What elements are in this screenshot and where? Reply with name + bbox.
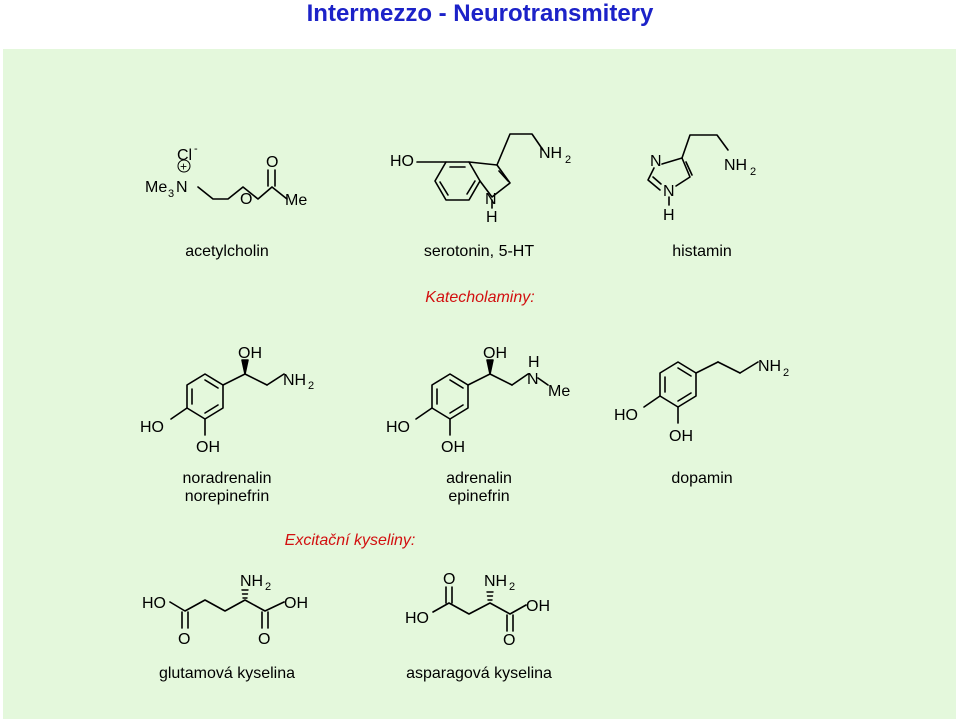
adrenaline-structure [415, 359, 549, 436]
dopamine-caption: dopamin [671, 470, 732, 487]
histamine-amine-subscript: 2 [750, 166, 756, 178]
trimethyl-label: Me [145, 179, 167, 196]
noradrenaline-structure [170, 359, 285, 436]
ammonium-nitrogen: N [176, 179, 188, 196]
glutamate-oxygen-right: O [258, 631, 270, 648]
dopamine-amine: NH [758, 358, 781, 375]
glutamic-acid-structure [169, 589, 285, 629]
plus-charge-icon [177, 159, 191, 173]
adrenaline-caption: adrenalin [446, 470, 512, 487]
aspartate-hydroxyl-left: HO [405, 610, 429, 627]
acetylcholine-chain-bonds [197, 186, 288, 200]
aspartate-chain-bonds [432, 602, 527, 615]
chloride-charge: - [194, 143, 198, 155]
aspartate-amine: NH [484, 573, 507, 590]
adrenaline-wedge-bond [486, 359, 494, 375]
catecholamines-heading: Katecholaminy: [425, 289, 534, 306]
noradrenaline-wedge-bond [241, 359, 249, 375]
histamine-side-chain [681, 134, 729, 159]
glutamate-hash-bond [241, 589, 249, 599]
carbonyl-oxygen: O [266, 154, 278, 171]
aspartate-amine-subscript: 2 [509, 581, 515, 593]
content-panel [3, 49, 956, 719]
adrenaline-methyl: Me [548, 383, 570, 400]
glutamate-hydroxyl-right: OH [284, 595, 308, 612]
serotonin-caption: serotonin, 5-HT [424, 243, 534, 260]
serotonin-ring-hydrogen: H [486, 209, 498, 226]
histamine-n3: N [650, 153, 662, 170]
glutamate-amine: NH [240, 573, 263, 590]
page-title: Intermezzo - Neurotransmitery [306, 0, 654, 27]
noradrenaline-ring-hydroxyl-4: OH [196, 439, 220, 456]
noradrenaline-alt-caption: norepinefrin [185, 488, 270, 505]
acetylcholine-caption: acetylcholin [185, 243, 269, 260]
serotonin-hydroxyl: HO [390, 153, 414, 170]
histamine-amine: NH [724, 157, 747, 174]
histamine-ring-hydrogen: H [663, 207, 675, 224]
dopamine-amine-subscript: 2 [783, 367, 789, 379]
adrenaline-side-hydroxyl: OH [483, 345, 507, 362]
adrenaline-amine-nitrogen: N [527, 371, 539, 388]
serotonin-amine: NH [539, 145, 562, 162]
glutamate-amine-subscript: 2 [265, 581, 271, 593]
dopamine-ring-hydroxyl-4: OH [669, 428, 693, 445]
noradrenaline-amine: NH [283, 372, 306, 389]
serotonin-structure [416, 133, 544, 209]
chloride-label: Cl [177, 147, 192, 164]
noradrenaline-caption: noradrenalin [183, 470, 272, 487]
serotonin-pyrrole-ring [468, 161, 511, 198]
dopamine-ring-hydroxyl-3: HO [614, 407, 638, 424]
aspartate-hydroxyl-right: OH [526, 598, 550, 615]
serotonin-side-chain [496, 133, 544, 166]
glutamate-chain-bonds [169, 599, 285, 612]
dopamine-structure [643, 361, 759, 424]
aspartate-carbonyl-oxygen-right: O [503, 632, 515, 649]
ammonium-charge: + [180, 160, 187, 174]
adrenaline-ring-hydroxyl-3: HO [386, 419, 410, 436]
acetyl-methyl: Me [285, 192, 307, 209]
noradrenaline-amine-subscript: 2 [308, 380, 314, 392]
adrenaline-alt-caption: epinefrin [448, 488, 509, 505]
aspartic-acid-structure [432, 586, 527, 632]
histamine-structure [647, 134, 729, 206]
trimethyl-subscript: 3 [168, 188, 174, 200]
serotonin-ring-nitrogen: N [485, 191, 497, 208]
excitatory-acids-heading: Excitační kyseliny: [285, 532, 416, 549]
glutamic-acid-caption: glutamová kyselina [159, 665, 295, 682]
aspartate-hash-bond [486, 591, 494, 601]
adrenaline-amine-hydrogen: H [528, 354, 540, 371]
adrenaline-ring-hydroxyl-4: OH [441, 439, 465, 456]
aspartate-carbonyl-oxygen-left: O [443, 571, 455, 588]
aspartic-acid-caption: asparagová kyselina [406, 665, 552, 682]
ester-oxygen: O [240, 191, 252, 208]
histamine-caption: histamin [672, 243, 732, 260]
acetylcholine-structure [177, 159, 288, 200]
noradrenaline-ring-hydroxyl-3: HO [140, 419, 164, 436]
histamine-n1: N [663, 183, 675, 200]
serotonin-amine-subscript: 2 [565, 154, 571, 166]
glutamate-oxygen-left: O [178, 631, 190, 648]
noradrenaline-side-hydroxyl: OH [238, 345, 262, 362]
glutamate-hydroxyl-left: HO [142, 595, 166, 612]
histamine-imidazole-ring [661, 157, 691, 187]
